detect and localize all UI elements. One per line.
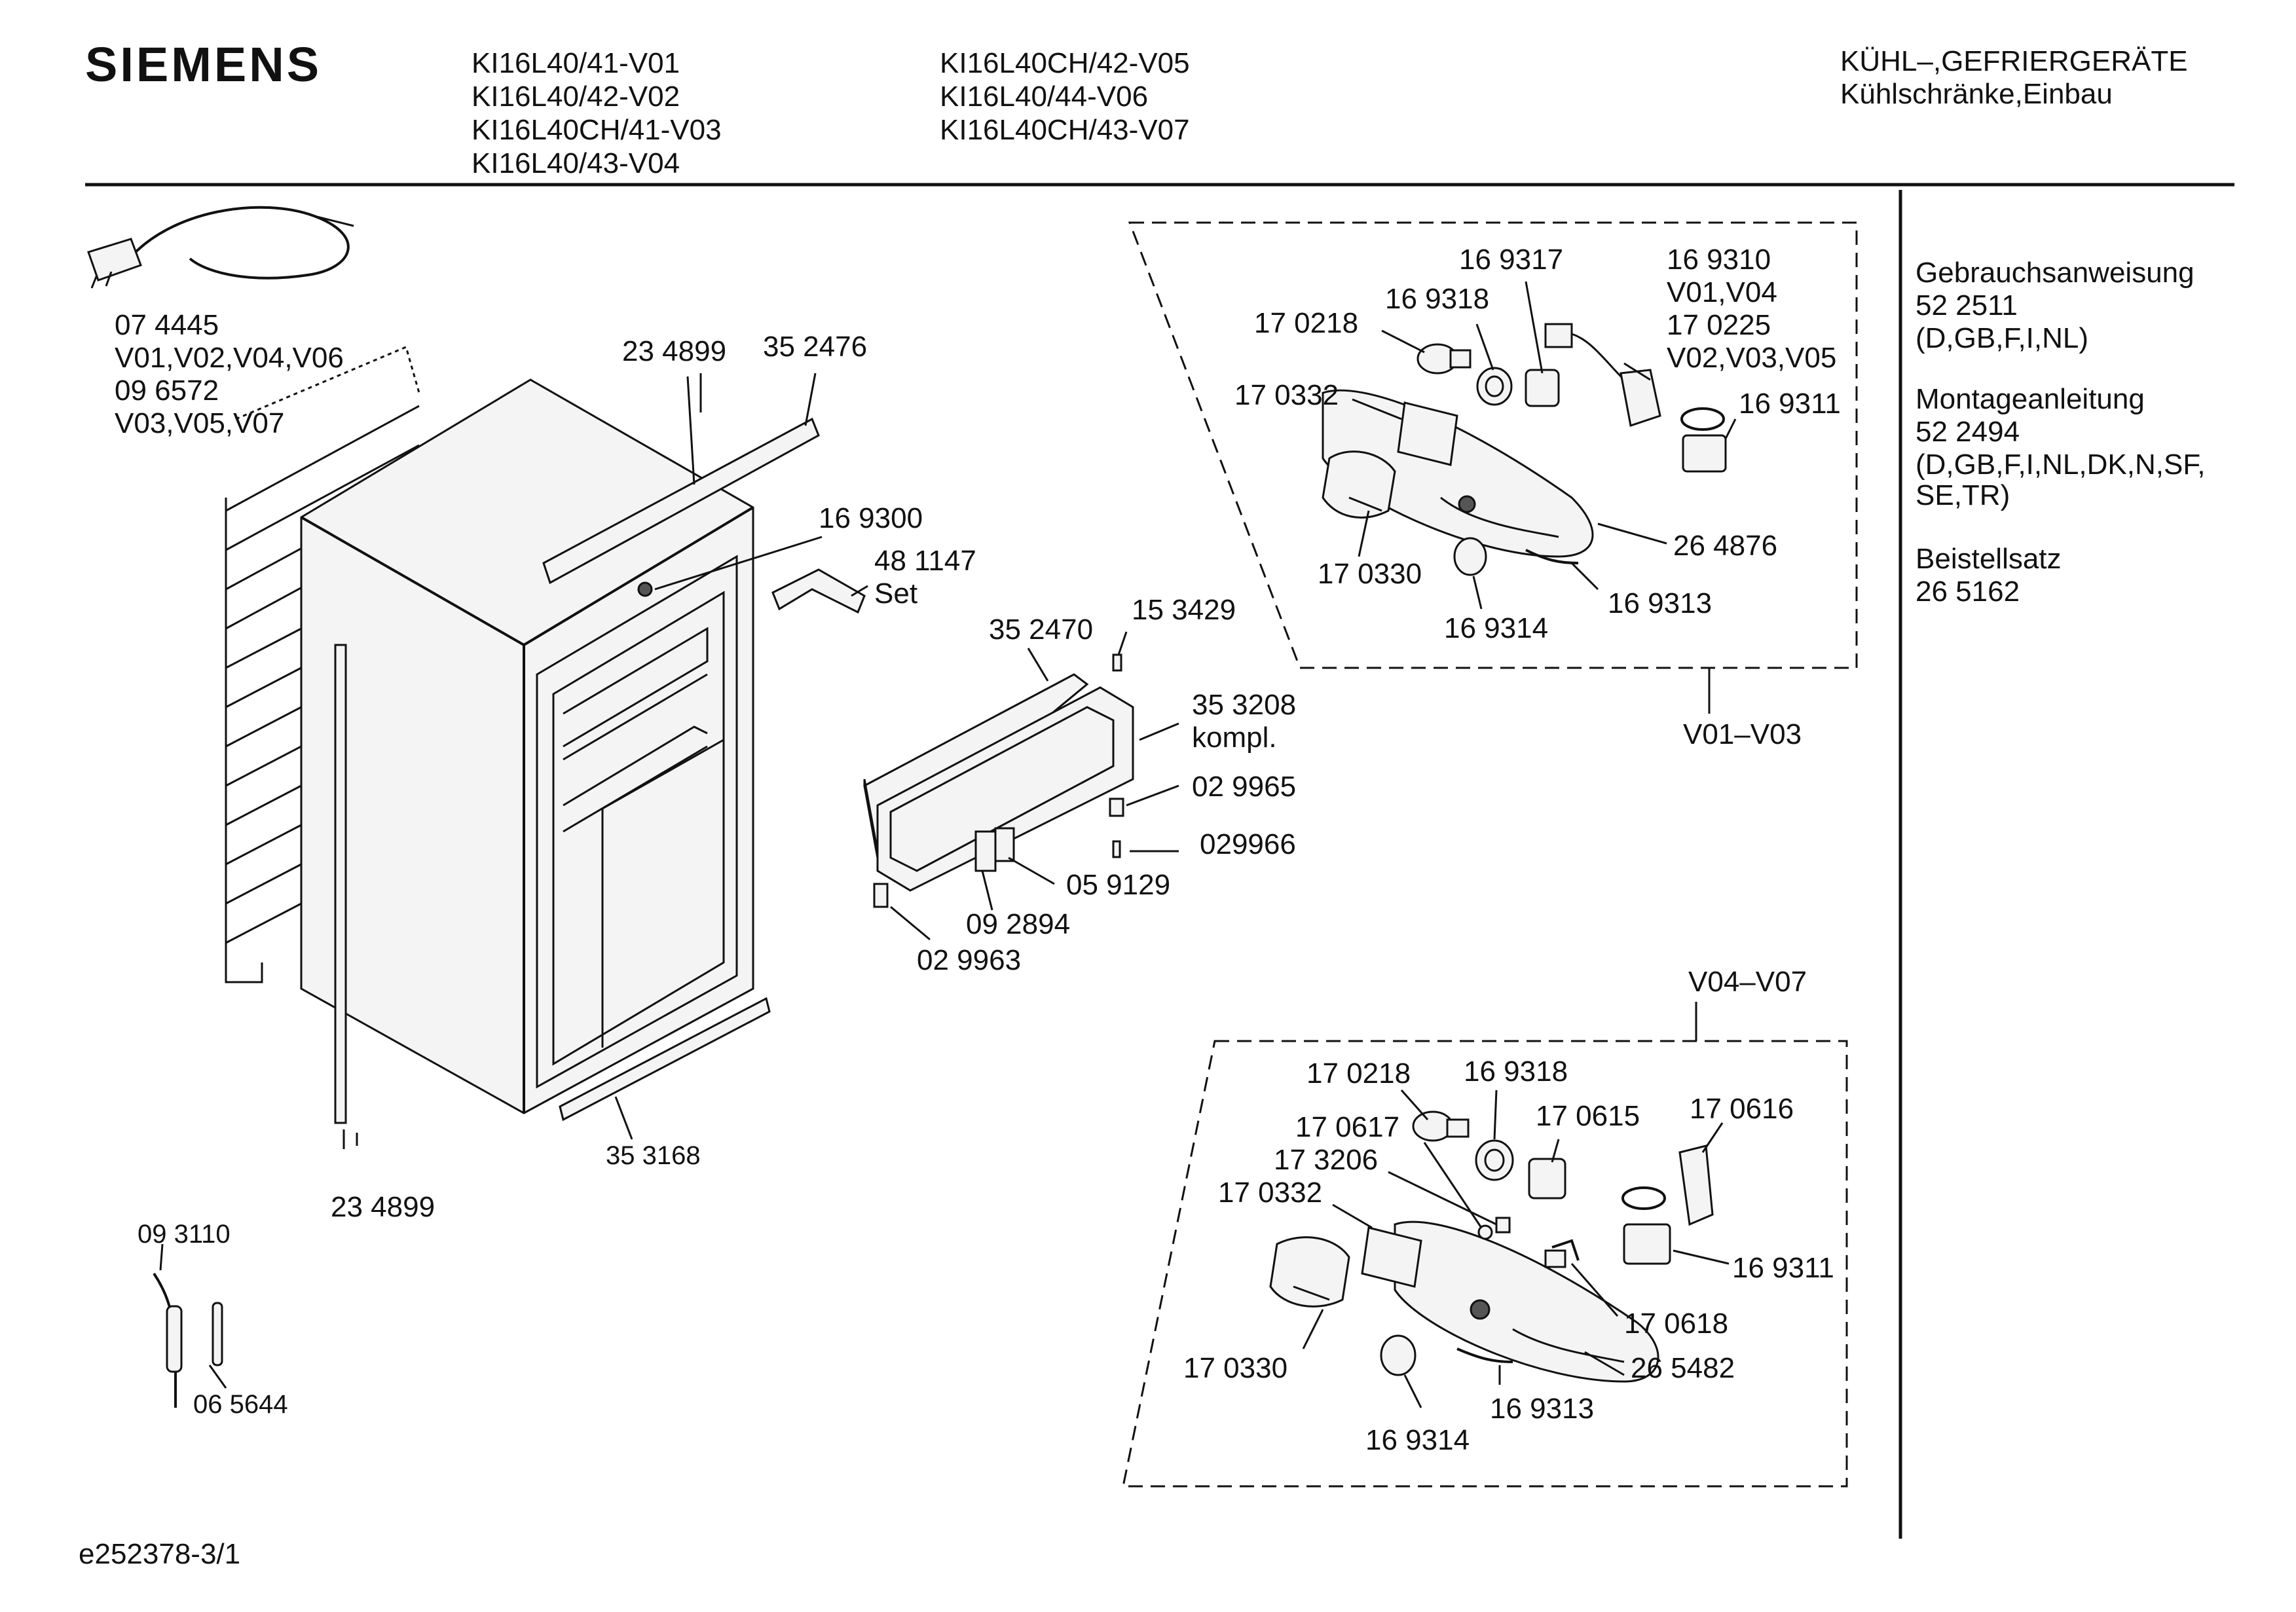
part-number: 35 3208 (1192, 689, 1297, 721)
category-line: KÜHL–,GEFRIERGERÄTE (1840, 45, 2188, 77)
doc-number: 26 5162 (1916, 576, 2020, 608)
part-number: 17 0218 (1254, 307, 1359, 339)
part-number: 05 9129 (1066, 869, 1171, 901)
part-number: 16 9311 (1739, 388, 1841, 420)
part-number: 17 0330 (1318, 558, 1422, 590)
part-number: 17 0615 (1536, 1100, 1640, 1132)
model-label: KI16L40/42-V02 (472, 81, 680, 113)
part-number: 23 4899 (331, 1191, 435, 1223)
part-number: 17 3206 (1274, 1144, 1379, 1176)
part-number: 17 0225 (1667, 309, 1771, 341)
category-line: Kühlschränke,Einbau (1840, 78, 2113, 110)
part-number: 15 3429 (1132, 594, 1236, 626)
model-label: KI16L40/44-V06 (940, 81, 1149, 113)
leader-lines (159, 281, 1737, 1408)
part-number: 09 3110 (138, 1220, 231, 1249)
part-variant: V01,V02,V04,V06 (115, 342, 344, 374)
power-cable-drawing (87, 206, 354, 289)
part-number: 16 9313 (1608, 587, 1713, 619)
part-number: 23 4899 (622, 335, 727, 367)
part-number: 17 0332 (1234, 379, 1339, 411)
doc-languages: SE,TR) (1916, 479, 2010, 511)
doc-title: Montageanleitung (1916, 383, 2145, 415)
part-number: 48 1147 (874, 545, 976, 577)
part-number: 16 9313 (1490, 1393, 1595, 1425)
part-number: 06 5644 (193, 1390, 288, 1419)
part-number: 16 9300 (819, 502, 923, 534)
part-number: 17 0616 (1690, 1093, 1794, 1125)
part-number: 16 9317 (1459, 244, 1564, 276)
model-label: KI16L40CH/42-V05 (940, 47, 1190, 79)
part-number: 09 6572 (115, 375, 219, 407)
doc-languages: (D,GB,F,I,NL) (1916, 322, 2089, 354)
hinge-set-drawing (637, 568, 866, 614)
part-number: 02 9965 (1192, 771, 1297, 803)
part-number: 16 9310 (1667, 244, 1771, 276)
lamp-assembly-a-drawing (1128, 221, 1858, 714)
part-number: 029966 (1200, 828, 1296, 860)
part-number: 16 9314 (1444, 612, 1549, 644)
doc-title: Beistellsatz (1916, 543, 2062, 575)
part-variant: V01,V04 (1667, 276, 1777, 308)
part-set-label: Set (874, 577, 918, 610)
part-number: 35 3168 (606, 1141, 701, 1170)
model-label: KI16L40/41-V01 (472, 47, 680, 79)
part-number: 35 2476 (763, 331, 868, 363)
part-number: 26 4876 (1673, 530, 1778, 562)
part-number: 17 0332 (1218, 1177, 1323, 1209)
part-number: 35 2470 (989, 614, 1094, 646)
part-number: 16 9318 (1464, 1055, 1568, 1088)
part-number: 07 4445 (115, 309, 219, 341)
part-number: 16 9314 (1365, 1424, 1470, 1456)
part-number: 16 9311 (1732, 1252, 1834, 1284)
model-label: KI16L40CH/43-V07 (940, 114, 1190, 146)
part-number: 02 9963 (917, 944, 1022, 976)
thermostat-sensor-drawing (153, 1272, 223, 1408)
lamp-assembly-b-drawing (1122, 1002, 1848, 1488)
part-number: 09 2894 (966, 908, 1071, 940)
cabinet-body-drawing (300, 376, 820, 1124)
freezer-door-drawing (863, 653, 1134, 908)
variant-label: V04–V07 (1688, 966, 1807, 998)
model-label: KI16L40/43-V04 (472, 147, 680, 179)
part-number: 17 0617 (1295, 1111, 1400, 1143)
part-number: 26 5482 (1631, 1352, 1735, 1384)
variant-label: V01–V03 (1683, 718, 1802, 750)
part-number: 16 9318 (1385, 283, 1490, 315)
doc-title: Gebrauchsanweisung (1916, 257, 2194, 289)
brand-logo: SIEMENS (85, 37, 322, 92)
part-number: 17 0330 (1183, 1352, 1288, 1384)
part-variant: V02,V03,V05 (1667, 342, 1837, 374)
part-variant: V03,V05,V07 (115, 407, 285, 439)
part-number: 17 0618 (1624, 1308, 1729, 1340)
doc-languages: (D,GB,F,I,NL,DK,N,SF, (1916, 449, 2206, 481)
part-kompl-label: kompl. (1192, 722, 1277, 754)
condenser-grille-drawing (225, 345, 420, 983)
model-label: KI16L40CH/41-V03 (472, 114, 722, 146)
drawing-id: e252378-3/1 (79, 1538, 241, 1570)
part-number: 17 0218 (1306, 1057, 1411, 1090)
doc-number: 52 2511 (1916, 289, 2018, 321)
doc-number: 52 2494 (1916, 416, 2020, 448)
